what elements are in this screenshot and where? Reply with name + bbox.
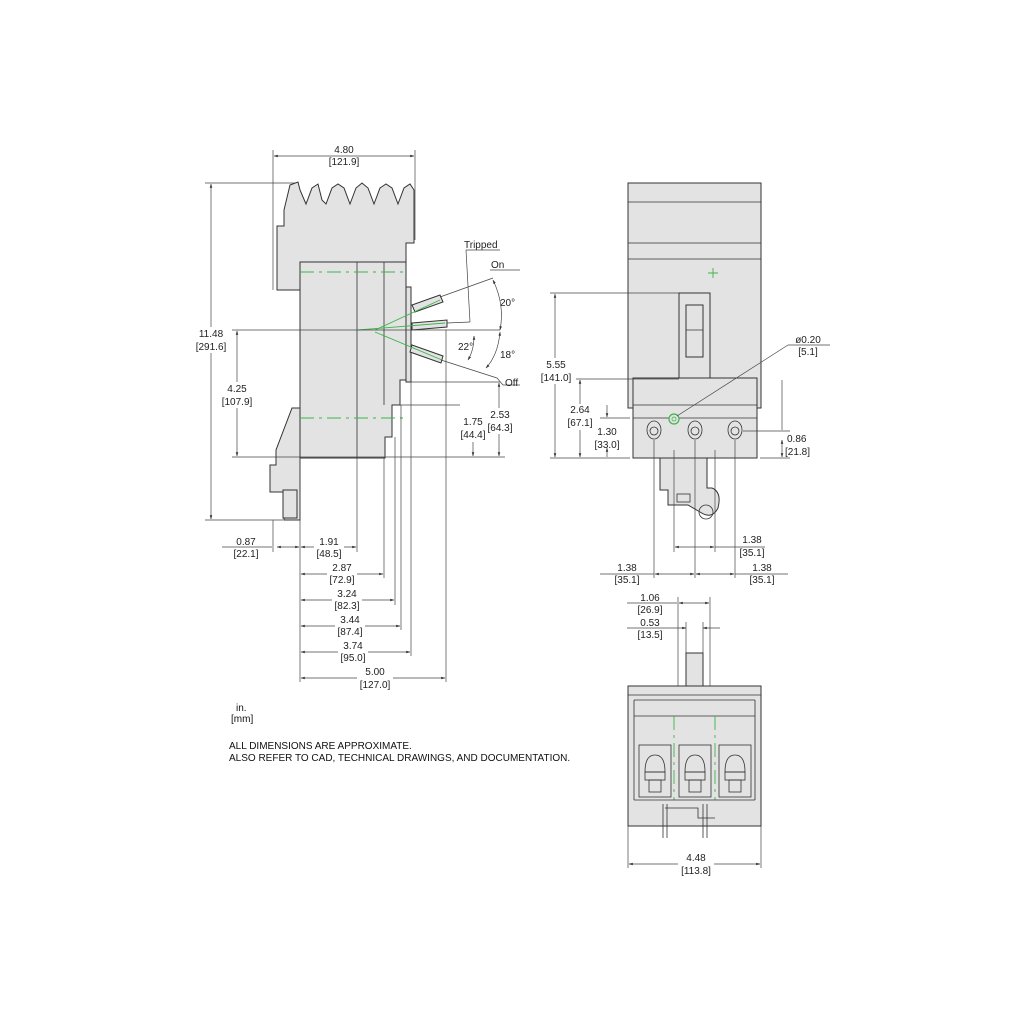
svg-text:5.55: 5.55 xyxy=(546,360,566,371)
svg-text:[87.4]: [87.4] xyxy=(337,627,362,638)
svg-text:[291.6]: [291.6] xyxy=(196,342,227,353)
side-clip xyxy=(282,489,298,519)
faceplate xyxy=(405,286,412,383)
units-legend: in. xyxy=(236,703,247,714)
svg-text:3.74: 3.74 xyxy=(343,641,363,652)
handle-on-icon xyxy=(411,294,444,313)
svg-text:[35.1]: [35.1] xyxy=(739,548,764,559)
svg-text:1.06: 1.06 xyxy=(640,593,660,604)
label-on: On xyxy=(491,260,504,271)
bottom-body xyxy=(627,685,762,827)
svg-text:2.53: 2.53 xyxy=(490,410,510,421)
svg-text:[72.9]: [72.9] xyxy=(329,575,354,586)
front-view: ø0.20 [5.1] 5.55 [141.0] 2.64 [67.1] 1.3… xyxy=(535,182,830,586)
svg-text:4.80: 4.80 xyxy=(334,145,354,156)
svg-text:[33.0]: [33.0] xyxy=(594,440,619,451)
note-approximate: ALL DIMENSIONS ARE APPROXIMATE. xyxy=(229,741,412,752)
svg-text:1.91: 1.91 xyxy=(319,537,339,548)
svg-text:0.53: 0.53 xyxy=(640,618,660,629)
svg-text:4.25: 4.25 xyxy=(227,384,247,395)
svg-text:[35.1]: [35.1] xyxy=(614,575,639,586)
svg-text:[21.8]: [21.8] xyxy=(785,447,810,458)
angle-off: 18° xyxy=(500,350,515,361)
svg-text:11.48: 11.48 xyxy=(199,329,224,340)
plug-in-connector xyxy=(659,457,720,516)
svg-text:[5.1]: [5.1] xyxy=(798,347,818,358)
terminal-screw-icon xyxy=(646,420,743,440)
center-mark-icon xyxy=(708,268,718,278)
svg-text:3.24: 3.24 xyxy=(337,589,357,600)
svg-text:[107.9]: [107.9] xyxy=(222,397,253,408)
svg-text:[127.0]: [127.0] xyxy=(360,680,391,691)
svg-text:1.38: 1.38 xyxy=(617,563,637,574)
mounting-hole-icon xyxy=(668,413,680,425)
bottom-handle xyxy=(685,652,704,691)
svg-text:[67.1]: [67.1] xyxy=(567,418,592,429)
svg-text:1.30: 1.30 xyxy=(597,427,617,438)
angle-on: 20° xyxy=(500,298,515,309)
svg-text:5.00: 5.00 xyxy=(365,667,385,678)
notes-block: ALL DIMENSIONS ARE APPROXIMATE. ALSO REF… xyxy=(229,741,570,765)
side-view: Tripped On Off 20° 22° 18° 4.80 [121.9] … xyxy=(190,145,520,691)
svg-text:0.86: 0.86 xyxy=(787,434,807,445)
handle-tripped-icon xyxy=(411,319,448,331)
svg-text:3.44: 3.44 xyxy=(340,615,360,626)
svg-text:[48.5]: [48.5] xyxy=(316,549,341,560)
svg-text:1.38: 1.38 xyxy=(752,563,772,574)
svg-text:[22.1]: [22.1] xyxy=(233,549,258,560)
svg-text:[26.9]: [26.9] xyxy=(637,605,662,616)
terminal-lug-icon xyxy=(638,744,752,798)
svg-text:2.64: 2.64 xyxy=(570,405,590,416)
svg-text:[113.8]: [113.8] xyxy=(681,866,711,877)
svg-text:[141.0]: [141.0] xyxy=(541,373,572,384)
svg-text:4.48: 4.48 xyxy=(686,853,706,864)
svg-text:[121.9]: [121.9] xyxy=(329,157,360,168)
front-handle xyxy=(685,304,704,358)
angle-tripped: 22° xyxy=(458,342,473,353)
svg-text:[82.3]: [82.3] xyxy=(334,601,359,612)
label-off: Off xyxy=(505,378,518,389)
accessory-wire xyxy=(662,804,715,838)
svg-text:[44.4]: [44.4] xyxy=(460,430,485,441)
svg-text:0.87: 0.87 xyxy=(236,537,256,548)
note-refer: ALSO REFER TO CAD, TECHNICAL DRAWINGS, A… xyxy=(229,753,571,764)
units-legend-mm: [mm] xyxy=(231,714,254,725)
svg-text:1.38: 1.38 xyxy=(742,535,762,546)
side-body-main xyxy=(299,261,407,459)
svg-text:1.75: 1.75 xyxy=(463,417,483,428)
svg-text:[64.3]: [64.3] xyxy=(487,423,512,434)
label-tripped: Tripped xyxy=(464,240,498,251)
svg-text:[95.0]: [95.0] xyxy=(340,653,365,664)
svg-text:2.87: 2.87 xyxy=(332,563,352,574)
bottom-view: 1.06 [26.9] 0.53 [13.5] xyxy=(627,593,762,877)
svg-text:ø0.20: ø0.20 xyxy=(795,335,821,346)
svg-text:[35.1]: [35.1] xyxy=(749,575,774,586)
svg-text:[13.5]: [13.5] xyxy=(637,630,662,641)
